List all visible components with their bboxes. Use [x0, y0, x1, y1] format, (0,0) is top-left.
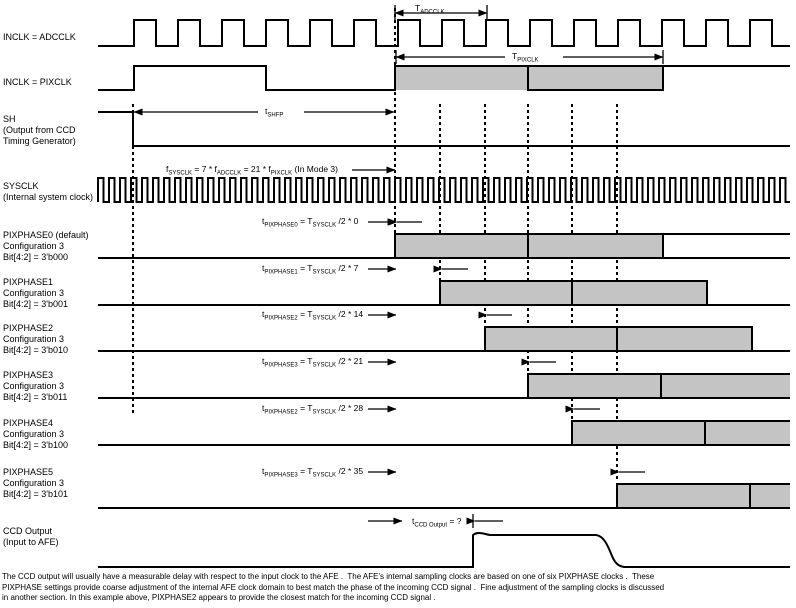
- signal-label-pixphase0-line3: Bit[4:2] = 3'b000: [3, 252, 68, 262]
- signal-label-pixphase2-line1: PIXPHASE2: [3, 323, 53, 333]
- annotation-t-ccd-output: tCCD Output = ?: [368, 514, 503, 529]
- signal-label-sh-line1: SH: [3, 114, 16, 124]
- annotation-t-pixclk: TPIXCLK: [395, 49, 664, 64]
- signal-label-pixphase5-line2: Configuration 3: [3, 478, 64, 488]
- t-pixphase0-label: tPIXPHASE0 = TSYSCLK /2 * 0: [262, 216, 359, 229]
- t-shfp-label: tSHFP: [265, 106, 283, 119]
- signal-label-pixclk: INCLK = PIXCLK: [3, 77, 72, 87]
- signal-label-pixphase4-line2: Configuration 3: [3, 429, 64, 439]
- signal-label-pixphase1-line2: Configuration 3: [3, 288, 64, 298]
- pixclk-shade-2: [528, 66, 663, 90]
- signal-label-pixphase2-line2: Configuration 3: [3, 334, 64, 344]
- signal-label-pixphase1-line3: Bit[4:2] = 3'b001: [3, 299, 68, 309]
- pixphase1-shade-1: [440, 281, 572, 305]
- signal-label-sysclk-line1: SYSCLK: [3, 181, 39, 191]
- signal-label-pixphase2-line3: Bit[4:2] = 3'b010: [3, 345, 68, 355]
- waveform-pixclk: [98, 65, 790, 91]
- pixphase4-shade-1: [572, 421, 705, 445]
- pixphase2-shade-2: [617, 327, 752, 351]
- waveform-sh: [98, 111, 790, 147]
- pixphase1-shade-2: [572, 281, 707, 305]
- t-pixphase4-label: tPIXPHASE2 = TSYSCLK /2 * 28: [262, 403, 363, 416]
- annotation-t-pixphase2: tPIXPHASE2 = TSYSCLK /2 * 14: [262, 309, 512, 322]
- t-shfp-label-bg: [258, 104, 304, 118]
- signal-label-pixphase5-line3: Bit[4:2] = 3'b101: [3, 489, 68, 499]
- signal-label-adcclk: INCLK = ADCCLK: [3, 32, 76, 42]
- t-pixclk-label: TPIXCLK: [512, 51, 539, 64]
- pixphase3-shade-2: [661, 374, 790, 398]
- signal-label-pixphase1-line1: PIXPHASE1: [3, 277, 53, 287]
- pixphase3-shade-1: [528, 374, 661, 398]
- pixphase5-shade-2: [750, 484, 790, 508]
- signal-label-sysclk-line2: (Internal system clock): [3, 192, 93, 202]
- f-sysclk-label: fSYSCLK = 7 * fADCCLK = 21 * fPIXCLK (In…: [166, 164, 338, 177]
- sysclk-path: [97, 177, 790, 203]
- t-pixphase5-label: tPIXPHASE3 = TSYSCLK /2 * 35: [262, 466, 363, 479]
- t-ccd-output-label: tCCD Output = ?: [412, 516, 462, 529]
- signal-label-sh-line3: Timing Generator): [3, 136, 76, 146]
- waveform-pixphase2: [98, 326, 790, 352]
- caption-line-3: in another section. In this example abov…: [2, 593, 436, 603]
- signal-label-ccd-output-line1: CCD Output: [3, 526, 53, 536]
- annotation-t-pixphase1: tPIXPHASE1 = TSYSCLK /2 * 7: [262, 263, 468, 276]
- annotation-f-sysclk: fSYSCLK = 7 * fADCCLK = 21 * fPIXCLK (In…: [166, 164, 396, 177]
- signal-label-pixphase3-line1: PIXPHASE3: [3, 370, 53, 380]
- waveform-pixphase4: [98, 420, 790, 446]
- signal-label-pixphase3-line3: Bit[4:2] = 3'b011: [3, 392, 67, 402]
- signal-label-column: INCLK = ADCCLK INCLK = PIXCLK SH (Output…: [3, 32, 93, 547]
- signal-label-pixphase0-line1: PIXPHASE0 (default): [3, 230, 89, 240]
- figure-caption: The CCD output will usually have a measu…: [2, 572, 794, 604]
- signal-label-pixphase5-line1: PIXPHASE5: [3, 467, 53, 477]
- t-pixclk-label-bg: [505, 49, 563, 64]
- waveform-pixphase3: [98, 373, 790, 399]
- t-pixphase2-label: tPIXPHASE2 = TSYSCLK /2 * 14: [262, 309, 363, 322]
- waveform-pixphase0: [98, 233, 790, 259]
- pixphase2-shade-1: [485, 327, 617, 351]
- signal-label-pixphase3-line2: Configuration 3: [3, 381, 64, 391]
- signal-label-sh-line2: (Output from CCD: [3, 125, 76, 135]
- pixphase0-shade-2: [528, 234, 663, 258]
- waveform-sysclk: [97, 177, 790, 203]
- annotation-t-pixphase0: tPIXPHASE0 = TSYSCLK /2 * 0: [262, 216, 422, 229]
- annotation-t-shfp: tSHFP: [133, 104, 395, 119]
- pixphase4-shade-2: [705, 421, 790, 445]
- waveform-adcclk: [98, 19, 790, 47]
- waveform-pixphase5: [98, 483, 790, 509]
- t-pixphase3-label: tPIXPHASE3 = TSYSCLK /2 * 21: [262, 356, 363, 369]
- signal-label-ccd-output-line2: (Input to AFE): [3, 537, 59, 547]
- pixphase0-shade-1: [395, 234, 528, 258]
- waveform-pixphase1: [98, 280, 790, 306]
- signal-label-pixphase0-line2: Configuration 3: [3, 241, 64, 251]
- signal-label-pixphase4-line1: PIXPHASE4: [3, 418, 53, 428]
- annotation-t-adcclk: TADCCLK: [394, 3, 488, 21]
- caption-line-1: The CCD output will usually have a measu…: [2, 572, 655, 581]
- annotation-t-pixphase5: tPIXPHASE3 = TSYSCLK /2 * 35: [262, 466, 645, 479]
- annotation-t-pixphase3: tPIXPHASE3 = TSYSCLK /2 * 21: [262, 356, 556, 369]
- t-adcclk-label: TADCCLK: [415, 3, 445, 16]
- pixclk-shade-1: [395, 66, 528, 90]
- pixphase5-shade-1: [617, 484, 750, 508]
- annotation-t-pixphase4: tPIXPHASE2 = TSYSCLK /2 * 28: [262, 403, 600, 416]
- signal-label-pixphase4-line3: Bit[4:2] = 3'b100: [3, 440, 68, 450]
- caption-line-2: PIXPHASE settings provide coarse adjustm…: [2, 582, 665, 592]
- waveform-ccd-output: [98, 531, 790, 568]
- t-pixphase1-label: tPIXPHASE1 = TSYSCLK /2 * 7: [262, 263, 359, 276]
